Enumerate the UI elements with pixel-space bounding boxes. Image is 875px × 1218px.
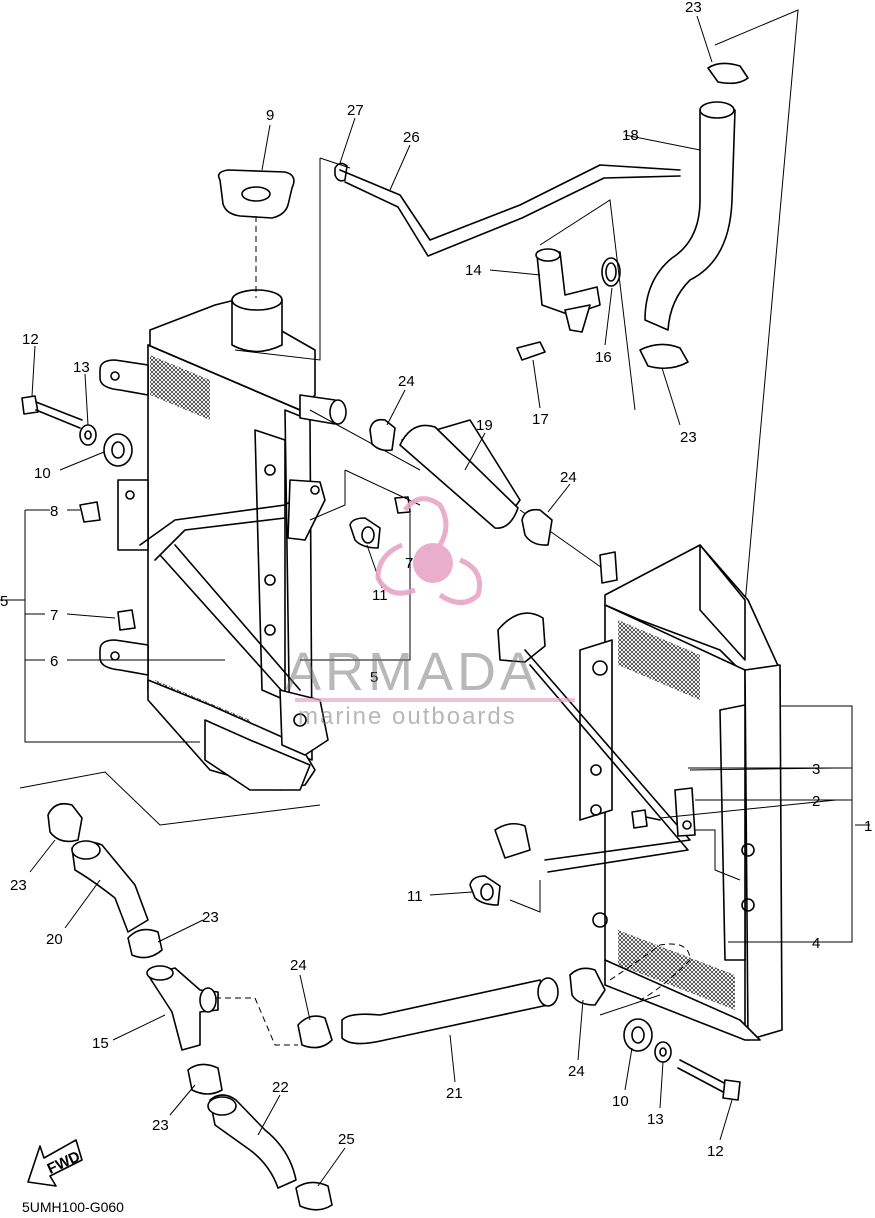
- callout-23: 23: [202, 909, 219, 926]
- radiator-cap-9: [217, 169, 295, 298]
- grommet-10-right: [623, 1018, 653, 1052]
- collar-11-right: [469, 875, 501, 906]
- callout-11: 11: [407, 888, 423, 905]
- watermark-brand: ARMADA: [285, 642, 540, 702]
- callout-5: 5: [0, 593, 8, 610]
- callout-9: 9: [266, 107, 274, 124]
- clamp-24-c: [297, 1015, 333, 1049]
- callout-24: 24: [398, 373, 415, 390]
- hose-18: [639, 62, 749, 370]
- callout-7: 7: [405, 555, 413, 572]
- callout-23: 23: [680, 429, 697, 446]
- right-radiator: [579, 544, 783, 1041]
- hose-21: [341, 977, 559, 1045]
- hose-19: [399, 419, 521, 529]
- right-stay: [494, 612, 696, 873]
- callout-24: 24: [290, 957, 307, 974]
- left-radiator: [99, 289, 347, 791]
- callout-labels: 23 27 26 9 18 14 16 17 23 12 13 10 24 19…: [0, 0, 872, 1160]
- callout-14: 14: [465, 262, 482, 279]
- collar-11-center: [349, 517, 381, 549]
- screw-7-left: [117, 609, 136, 631]
- callout-19: 19: [476, 417, 493, 434]
- callout-13: 13: [647, 1111, 664, 1128]
- callout-7: 7: [50, 607, 58, 624]
- callout-1: 1: [864, 818, 872, 835]
- bolt-12-left: [21, 395, 83, 429]
- callout-16: 16: [595, 349, 612, 366]
- callout-3: 3: [812, 761, 820, 778]
- clamp-24-d: [569, 967, 606, 1006]
- nut-8: [79, 501, 101, 523]
- callout-2: 2: [812, 793, 820, 810]
- clamp-24-b: [521, 508, 553, 546]
- watermark-tagline: marine outboards: [298, 703, 517, 730]
- breather-hose-26: [234, 157, 681, 361]
- callout-22: 22: [272, 1079, 289, 1096]
- watermark: ARMADA marine outboards: [285, 496, 575, 730]
- callout-25: 25: [338, 1131, 355, 1148]
- fitting-15: [146, 965, 219, 1051]
- callout-13: 13: [73, 359, 90, 376]
- washer-13-left: [79, 424, 97, 446]
- callout-23: 23: [152, 1117, 169, 1134]
- clamp-23-d: [127, 928, 163, 959]
- clamp-24-a: [369, 418, 396, 452]
- bolt-12-right: [677, 1059, 741, 1101]
- callout-12: 12: [22, 331, 39, 348]
- callout-5: 5: [370, 669, 378, 686]
- grommet-10-left: [103, 433, 133, 467]
- callout-6: 6: [50, 653, 58, 670]
- callout-8: 8: [50, 503, 58, 520]
- washer-13-right: [654, 1041, 672, 1063]
- clamp-23-e: [187, 1063, 223, 1095]
- callout-10: 10: [34, 465, 51, 482]
- stay-6: [139, 479, 329, 756]
- callout-12: 12: [707, 1143, 724, 1160]
- callout-24: 24: [568, 1063, 585, 1080]
- hose-22: [207, 1094, 297, 1189]
- callout-26: 26: [403, 129, 420, 146]
- callout-27: 27: [347, 102, 364, 119]
- callout-18: 18: [622, 127, 639, 144]
- callout-10: 10: [612, 1093, 629, 1110]
- diagram-code: 5UMH100-G060: [22, 1199, 124, 1215]
- hose-20: [71, 840, 149, 933]
- fwd-arrow-icon: FWD: [27, 1139, 83, 1187]
- clamp-25: [295, 1181, 333, 1211]
- watermark-rule: [295, 698, 575, 702]
- callout-24: 24: [560, 469, 577, 486]
- callout-21: 21: [446, 1085, 463, 1102]
- clamp-23-c: [47, 802, 83, 843]
- callout-23: 23: [685, 0, 702, 16]
- callout-23: 23: [10, 877, 27, 894]
- fitting-14: [516, 248, 621, 361]
- callout-4: 4: [812, 935, 820, 952]
- propeller-logo: [375, 496, 482, 605]
- callout-11: 11: [372, 587, 388, 604]
- callout-17: 17: [532, 411, 549, 428]
- callout-20: 20: [46, 931, 63, 948]
- callout-leaders: [29, 15, 837, 1187]
- callout-15: 15: [92, 1035, 109, 1052]
- screw-2: [631, 809, 661, 829]
